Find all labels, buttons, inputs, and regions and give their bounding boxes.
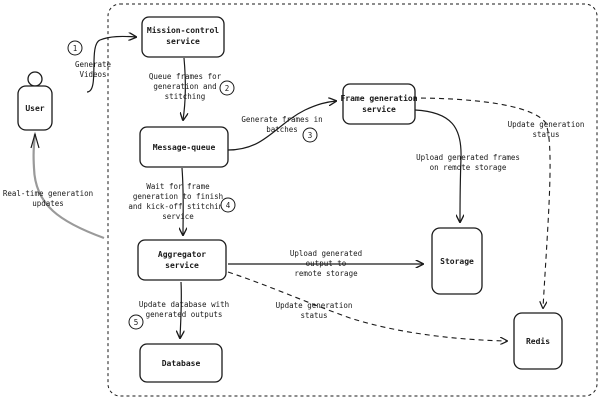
edge-wait-for-frames bbox=[182, 167, 183, 235]
label-upload-output: Upload generated output to remote storag… bbox=[290, 249, 362, 278]
user-box bbox=[17, 85, 53, 131]
generate-videos-line-1: Generate bbox=[75, 60, 112, 69]
step-marker-2: 2 bbox=[219, 80, 235, 96]
update-database-line-2: generated outputs bbox=[146, 310, 223, 319]
upload-output-line-2: output to bbox=[306, 259, 347, 268]
edge-update-status-frame bbox=[411, 97, 551, 308]
step-marker-3: 3 bbox=[302, 127, 318, 143]
upload-output-line-3: remote storage bbox=[294, 269, 358, 278]
label-update-status-frame: Update generation status bbox=[508, 120, 585, 139]
step-marker-4: 4 bbox=[220, 197, 236, 213]
mission-control-label-2: service bbox=[166, 36, 200, 46]
wait-for-frames-line-1: Wait for frame bbox=[146, 182, 210, 191]
mission-control-box bbox=[141, 16, 225, 58]
wait-for-frames-line-4: service bbox=[162, 212, 194, 221]
realtime-updates-line-2: updates bbox=[32, 199, 64, 208]
edge-queue-frames bbox=[183, 57, 185, 120]
aggregator-label-2: service bbox=[165, 260, 199, 270]
node-redis[interactable]: Redis bbox=[513, 312, 563, 370]
upload-frames-line-2: on remote storage bbox=[430, 163, 507, 172]
frame-generation-box bbox=[342, 83, 416, 125]
storage-box bbox=[431, 227, 483, 295]
wait-for-frames-line-3: and kick-off stitching bbox=[128, 202, 227, 211]
upload-output-line-1: Upload generated bbox=[290, 249, 362, 258]
aggregator-box bbox=[137, 239, 227, 281]
edge-generate-frames bbox=[227, 101, 336, 151]
step-1-number: 1 bbox=[73, 44, 78, 53]
update-status-frame-line-2: status bbox=[532, 130, 559, 139]
frame-generation-label-2: service bbox=[362, 104, 396, 114]
step-5-number: 5 bbox=[134, 318, 139, 327]
aggregator-label-1: Aggregator bbox=[158, 250, 206, 259]
edge-upload-frames bbox=[414, 109, 461, 222]
update-status-aggregator-line-2: status bbox=[300, 311, 327, 320]
node-message-queue[interactable]: Message-queue bbox=[139, 126, 229, 168]
label-update-database: Update database with generated outputs bbox=[139, 300, 229, 319]
frame-generation-label-1: Frame generation bbox=[340, 93, 417, 103]
node-user[interactable]: User bbox=[17, 71, 53, 131]
step-4-number: 4 bbox=[226, 201, 231, 210]
step-marker-1: 1 bbox=[67, 40, 83, 56]
edge-update-status-aggregator bbox=[227, 271, 507, 341]
message-queue-box bbox=[139, 126, 229, 168]
step-2-circle bbox=[219, 80, 235, 96]
user-label: User bbox=[25, 104, 44, 113]
queue-frames-line-1: Queue frames for bbox=[149, 72, 222, 81]
edge-realtime-updates-line bbox=[32, 133, 105, 240]
edge-generate-videos bbox=[86, 36, 136, 93]
storage-label: Storage bbox=[440, 257, 474, 266]
node-database[interactable]: Database bbox=[139, 343, 223, 383]
database-label: Database bbox=[162, 359, 201, 368]
label-wait-for-frames: Wait for frame generation to finish and … bbox=[128, 182, 227, 221]
database-box bbox=[139, 343, 223, 383]
generate-videos-line-2: Videos bbox=[79, 70, 106, 79]
label-realtime-updates: Real-time generation updates bbox=[3, 189, 93, 208]
wait-for-frames-line-2: generation to finish bbox=[133, 192, 223, 201]
node-aggregator-service[interactable]: Aggregator service bbox=[137, 239, 227, 281]
step-2-number: 2 bbox=[225, 84, 230, 93]
step-5-circle bbox=[128, 314, 144, 330]
node-frame-generation-service[interactable]: Frame generation service bbox=[340, 83, 418, 125]
user-head-icon bbox=[27, 71, 43, 87]
node-storage[interactable]: Storage bbox=[431, 227, 483, 295]
step-3-number: 3 bbox=[308, 131, 313, 140]
realtime-updates-line-1: Real-time generation bbox=[3, 189, 93, 198]
label-generate-videos: Generate Videos bbox=[75, 60, 112, 79]
step-4-circle bbox=[220, 197, 236, 213]
upload-frames-line-1: Upload generated frames bbox=[416, 153, 520, 162]
update-status-frame-line-1: Update generation bbox=[508, 120, 585, 129]
edge-realtime-updates-head bbox=[30, 131, 40, 149]
redis-label: Redis bbox=[526, 336, 550, 346]
redis-box bbox=[513, 312, 563, 370]
queue-frames-line-3: stitching bbox=[165, 92, 206, 101]
label-upload-frames: Upload generated frames on remote storag… bbox=[416, 153, 520, 172]
generate-frames-line-1: Generate frames in bbox=[241, 115, 322, 124]
label-generate-frames: Generate frames in batches bbox=[241, 115, 322, 134]
step-marker-5: 5 bbox=[128, 314, 144, 330]
label-queue-frames: Queue frames for generation and stitchin… bbox=[149, 72, 222, 101]
message-queue-label: Message-queue bbox=[153, 143, 216, 152]
generate-frames-line-2: batches bbox=[266, 125, 298, 134]
step-1-circle bbox=[67, 40, 83, 56]
queue-frames-line-2: generation and bbox=[153, 82, 216, 91]
node-mission-control-service[interactable]: Mission-control service bbox=[141, 16, 225, 58]
system-boundary bbox=[107, 3, 598, 397]
update-status-aggregator-line-1: Update generation bbox=[276, 301, 353, 310]
mission-control-label-1: Mission-control bbox=[147, 25, 219, 35]
update-database-line-1: Update database with bbox=[139, 300, 229, 309]
edge-update-database bbox=[180, 281, 181, 338]
label-update-status-aggregator: Update generation status bbox=[276, 301, 353, 320]
step-3-circle bbox=[302, 127, 318, 143]
